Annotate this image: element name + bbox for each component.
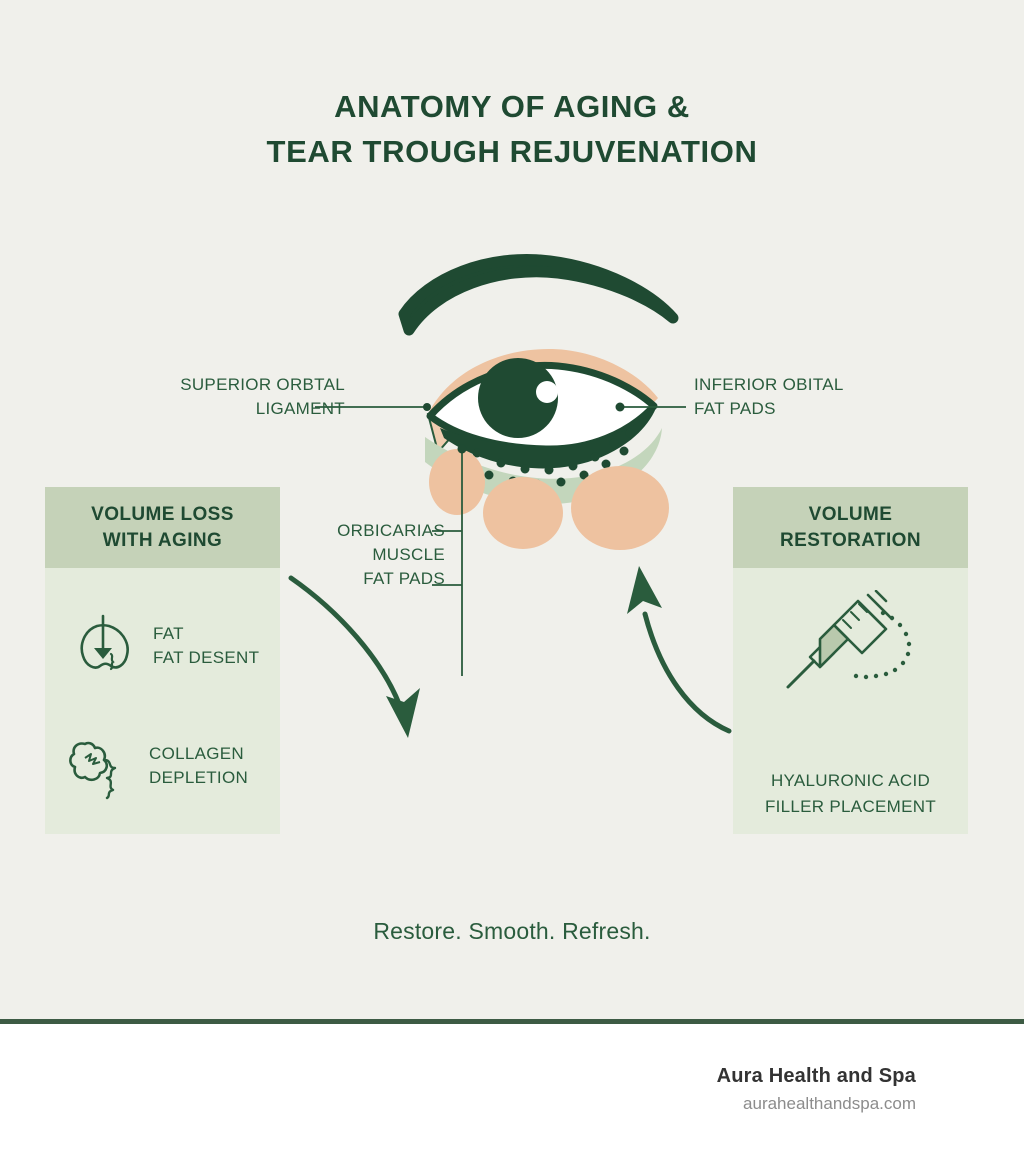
syringe-icon [786, 590, 911, 689]
card-volume-restoration-header: VOLUME RESTORATION [733, 487, 968, 568]
eye-anatomy-illustration [288, 254, 732, 738]
leader-dot-inferior [615, 402, 625, 412]
fat-pad-central [483, 477, 563, 549]
lower-lid-shape [440, 408, 656, 469]
feature-collagen-line-1: COLLAGEN [149, 744, 244, 763]
footer: Aura Health and Spa aurahealthandspa.com [0, 1024, 1024, 1154]
footer-divider [0, 1019, 1024, 1024]
filler-caption-line-2: FILLER PLACEMENT [764, 797, 937, 816]
leader-dot-group [423, 402, 625, 454]
label-superior-line-2: LIGAMENT [255, 399, 345, 418]
tagline: Restore. Smooth. Refresh. [373, 918, 651, 944]
card-volume-loss-heading-line-2: WITH AGING [102, 529, 223, 551]
page-title: ANATOMY OF AGING & TEAR TROUGH REJUVENAT… [0, 84, 1024, 174]
eyebrow-body [398, 254, 679, 336]
feature-collagen-depletion: COLLAGEN DEPLETION [63, 730, 248, 802]
fat-pad-medial [429, 449, 485, 515]
collagen-depletion-icon [69, 741, 117, 800]
card-volume-loss-body: FAT FAT DESENT COLLAGEN DEPLETION [45, 568, 280, 834]
label-inferior-line-2: FAT PADS [694, 399, 776, 418]
feature-fat-descent-line-1: FAT [153, 624, 184, 643]
card-volume-loss-header: VOLUME LOSS WITH AGING [45, 487, 280, 568]
leader-dot-orbicularis [457, 444, 467, 454]
label-orbicularis-muscle-fat-pads: ORBICARIAS MUSCLE FAT PADS [230, 519, 445, 591]
card-volume-restoration-body: HYALURONIC ACID FILLER PLACEMENT [733, 568, 968, 834]
label-orbicularis-line-3: FAT PADS [363, 569, 445, 588]
arrow-volume-loss [288, 575, 420, 738]
filler-caption: HYALURONIC ACID FILLER PLACEMENT [733, 768, 968, 820]
page-title-line-1: ANATOMY OF AGING & [334, 89, 690, 124]
feature-fat-descent: FAT FAT DESENT [67, 610, 259, 682]
label-inferior-line-1: INFERIOR OBITAL [694, 375, 844, 394]
page-title-line-2: TEAR TROUGH REJUVENATION [266, 134, 758, 169]
leader-dot-superior [423, 403, 431, 411]
label-inferior-orbital-fat-pads: INFERIOR OBITAL FAT PADS [694, 373, 924, 421]
feature-fat-descent-text: FAT FAT DESENT [153, 622, 259, 670]
filler-trajectory-dots [853, 610, 911, 680]
upper-eyelid-shape [428, 349, 658, 420]
card-volume-restoration-heading-line-2: RESTORATION [780, 529, 921, 551]
label-superior-orbital-ligament: SUPERIOR ORBTAL LIGAMENT [120, 373, 345, 421]
fat-descent-icon [80, 614, 129, 671]
filler-caption-line-1: HYALURONIC ACID [770, 771, 931, 790]
card-volume-loss: VOLUME LOSS WITH AGING FAT FAT DESENT [45, 487, 280, 834]
iris-shape [478, 358, 558, 438]
arrow-volume-restoration [627, 566, 732, 734]
feature-fat-descent-line-2: FAT DESENT [153, 648, 260, 667]
brand-name: Aura Health and Spa [716, 1065, 916, 1087]
fat-pad-lateral [571, 466, 669, 550]
brand-url[interactable]: aurahealthandspa.com [743, 1094, 916, 1113]
label-superior-line-1: SUPERIOR ORBTAL [180, 375, 345, 394]
feature-collagen-line-2: DEPLETION [149, 768, 249, 787]
eye-highlight [536, 381, 558, 403]
card-volume-loss-heading-line-1: VOLUME LOSS [91, 503, 234, 525]
card-volume-restoration-heading-line-1: VOLUME [808, 503, 893, 525]
label-orbicularis-line-2: MUSCLE [372, 545, 445, 564]
card-volume-restoration: VOLUME RESTORATION [733, 487, 968, 834]
label-orbicularis-line-1: ORBICARIAS [337, 521, 445, 540]
feature-collagen-depletion-text: COLLAGEN DEPLETION [149, 742, 248, 790]
leader-line-group [315, 406, 686, 676]
